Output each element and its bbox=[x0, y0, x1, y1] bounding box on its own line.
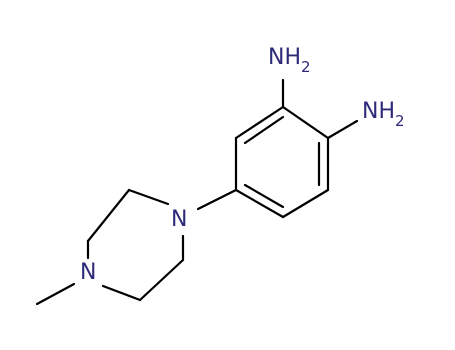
bond-n-methyl bbox=[35, 282, 76, 306]
ring-bond-1 bbox=[281, 105, 330, 140]
bond-ring-to-piperazine bbox=[196, 188, 238, 211]
bond-ring-to-nh2-right bbox=[326, 119, 359, 140]
ring-bond-3 bbox=[281, 188, 330, 219]
piperazine-ring bbox=[35, 188, 185, 306]
ring-bond-4 bbox=[234, 188, 285, 219]
atom-labels: NH2 NH2 N N bbox=[80, 45, 405, 285]
pip-bond-5 bbox=[138, 258, 185, 302]
ring-bond-6-inner bbox=[243, 115, 285, 145]
ring-bond-6 bbox=[234, 105, 285, 140]
benzene-ring bbox=[234, 105, 330, 219]
atom-label-n-methyl: N bbox=[80, 260, 96, 285]
pip-bond-1 bbox=[127, 188, 170, 206]
pip-bond-2 bbox=[86, 188, 131, 243]
atom-label-n-aryl: N bbox=[171, 207, 187, 232]
ring-bond-4-inner bbox=[243, 183, 285, 209]
substituent-bonds bbox=[196, 78, 359, 211]
atom-label-nh2-top: NH2 bbox=[268, 45, 311, 76]
pip-bond-4 bbox=[101, 284, 142, 302]
atom-label-nh2-right: NH2 bbox=[362, 99, 405, 130]
